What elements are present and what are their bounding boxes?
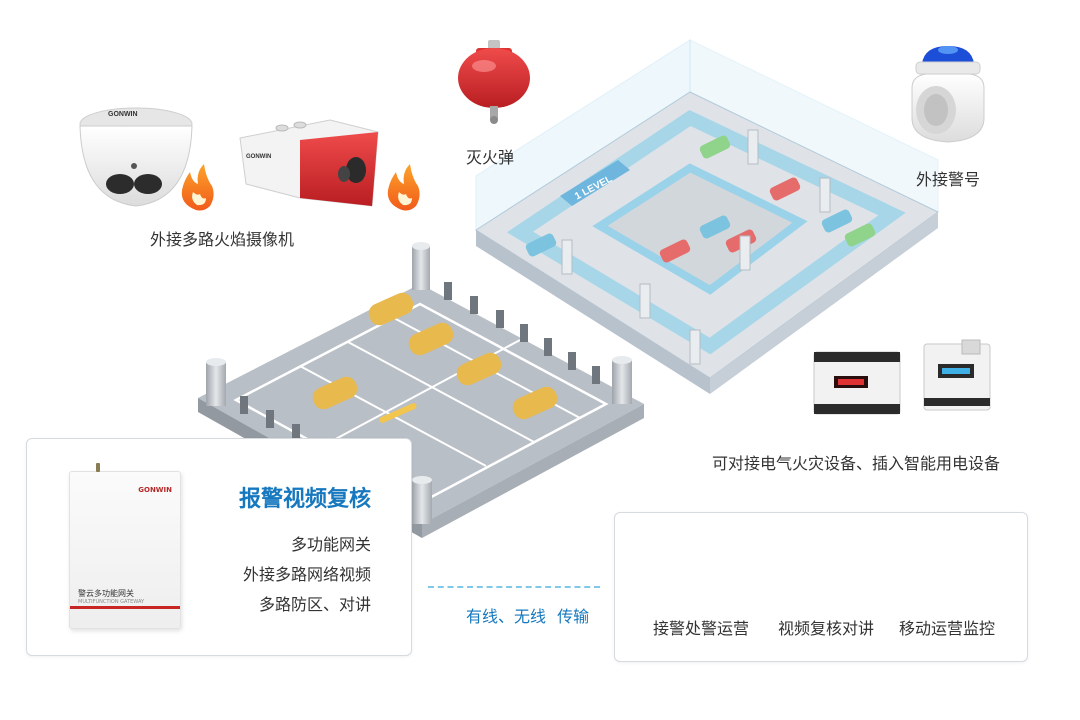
- flame-camera-label: 外接多路火焰摄像机: [150, 230, 295, 249]
- smart-power-device-icon: [923, 339, 991, 411]
- alarm-siren-icon: [911, 46, 985, 143]
- service-item-video: 视频复核对讲: [766, 513, 886, 639]
- gateway-title: 报警视频复核: [238, 487, 371, 512]
- transmission-label: 有线、无线 传输: [466, 607, 590, 626]
- service-label: 接警处警运营: [652, 619, 749, 638]
- dome-camera-brand: GONWIN: [108, 111, 138, 118]
- electrical-fire-device-icon: [813, 351, 901, 415]
- gateway-feature: 多功能网关: [290, 535, 371, 554]
- electrical-devices-label: 可对接电气火灾设备、插入智能用电设备: [712, 454, 1001, 473]
- dome-camera-icon: [79, 107, 193, 207]
- service-item-mobile: 移动运营监控: [887, 513, 1007, 639]
- gateway-device-name: 警云多功能网关: [78, 589, 134, 598]
- gateway-device-stripe: [70, 606, 180, 609]
- service-label: 视频复核对讲: [777, 619, 874, 638]
- flame-icon: [181, 164, 214, 211]
- external-alarm-label: 外接警号: [916, 170, 981, 189]
- fire-extinguisher-label: 灭火弹: [466, 148, 515, 167]
- gateway-feature: 多路防区、对讲: [258, 595, 371, 614]
- gateway-card: GONWIN 警云多功能网关 MULTIFUNCTION GATEWAY 报警视…: [26, 438, 412, 656]
- services-card: 接警处警运营 视频复核对讲 移动运营监控: [614, 512, 1028, 662]
- flame-icon: [387, 164, 420, 211]
- fire-extinguisher-ball-icon: [458, 40, 530, 124]
- service-item-police: 接警处警运营: [641, 513, 761, 639]
- gateway-device-subtitle: MULTIFUNCTION GATEWAY: [78, 599, 145, 605]
- bullet-camera-icon: [239, 119, 379, 207]
- gateway-feature: 外接多路网络视频: [242, 565, 371, 584]
- gateway-device-icon: GONWIN 警云多功能网关 MULTIFUNCTION GATEWAY: [69, 463, 181, 629]
- antenna-icon: [96, 463, 100, 472]
- bullet-camera-brand: GONWIN: [246, 154, 271, 160]
- transmission-link-line: [428, 586, 600, 588]
- service-label: 移动运营监控: [898, 619, 995, 638]
- gateway-device-brand: GONWIN: [138, 486, 172, 494]
- underground-garage: 1 LEVEL: [475, 39, 939, 394]
